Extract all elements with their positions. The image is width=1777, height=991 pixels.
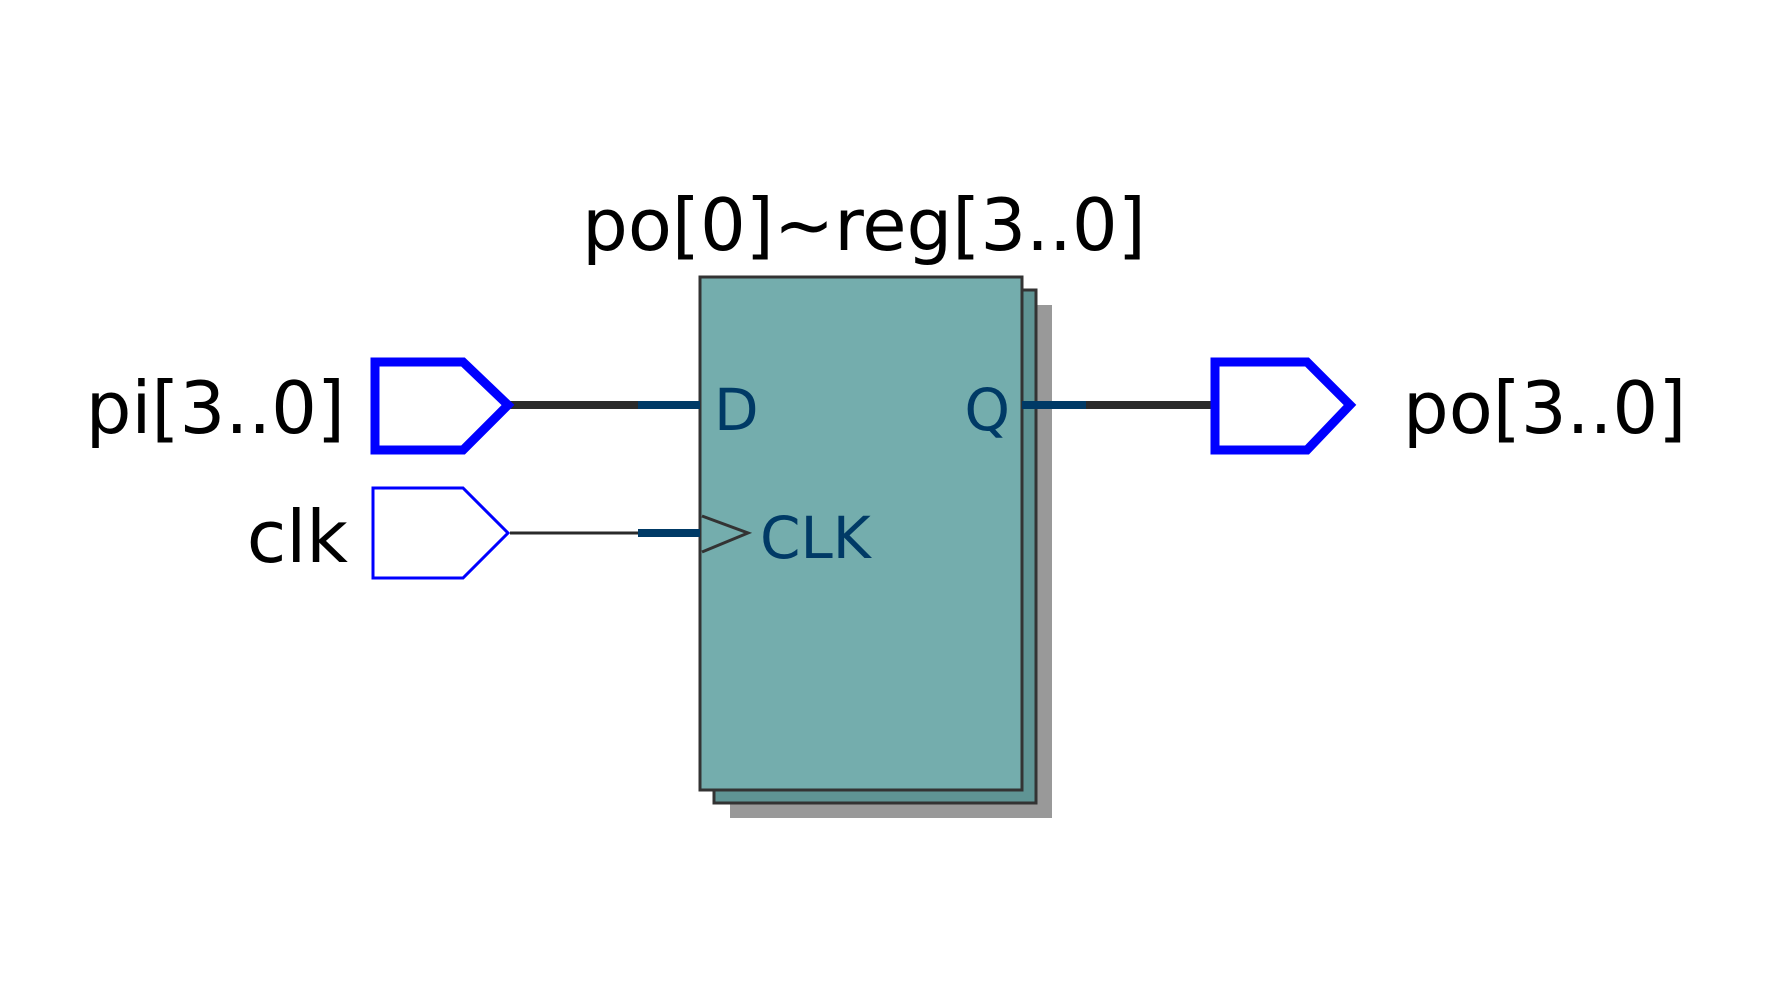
- input-port-pi-icon[interactable]: [370, 357, 515, 455]
- register-title: po[0]~reg[3..0]: [582, 183, 1146, 267]
- register-block[interactable]: [698, 275, 1052, 818]
- clock-edge-icon: [701, 514, 753, 554]
- output-label-po: po[3..0]: [1403, 366, 1686, 450]
- register-body[interactable]: [698, 275, 1024, 792]
- input-port-clk-icon[interactable]: [371, 486, 511, 580]
- pin-label-q: Q: [964, 376, 1010, 444]
- output-port-po-icon[interactable]: [1210, 357, 1357, 455]
- pin-label-d: D: [714, 376, 759, 444]
- input-label-clk: clk: [247, 495, 349, 579]
- input-label-pi: pi[3..0]: [86, 366, 345, 450]
- pin-label-clk: CLK: [760, 504, 873, 572]
